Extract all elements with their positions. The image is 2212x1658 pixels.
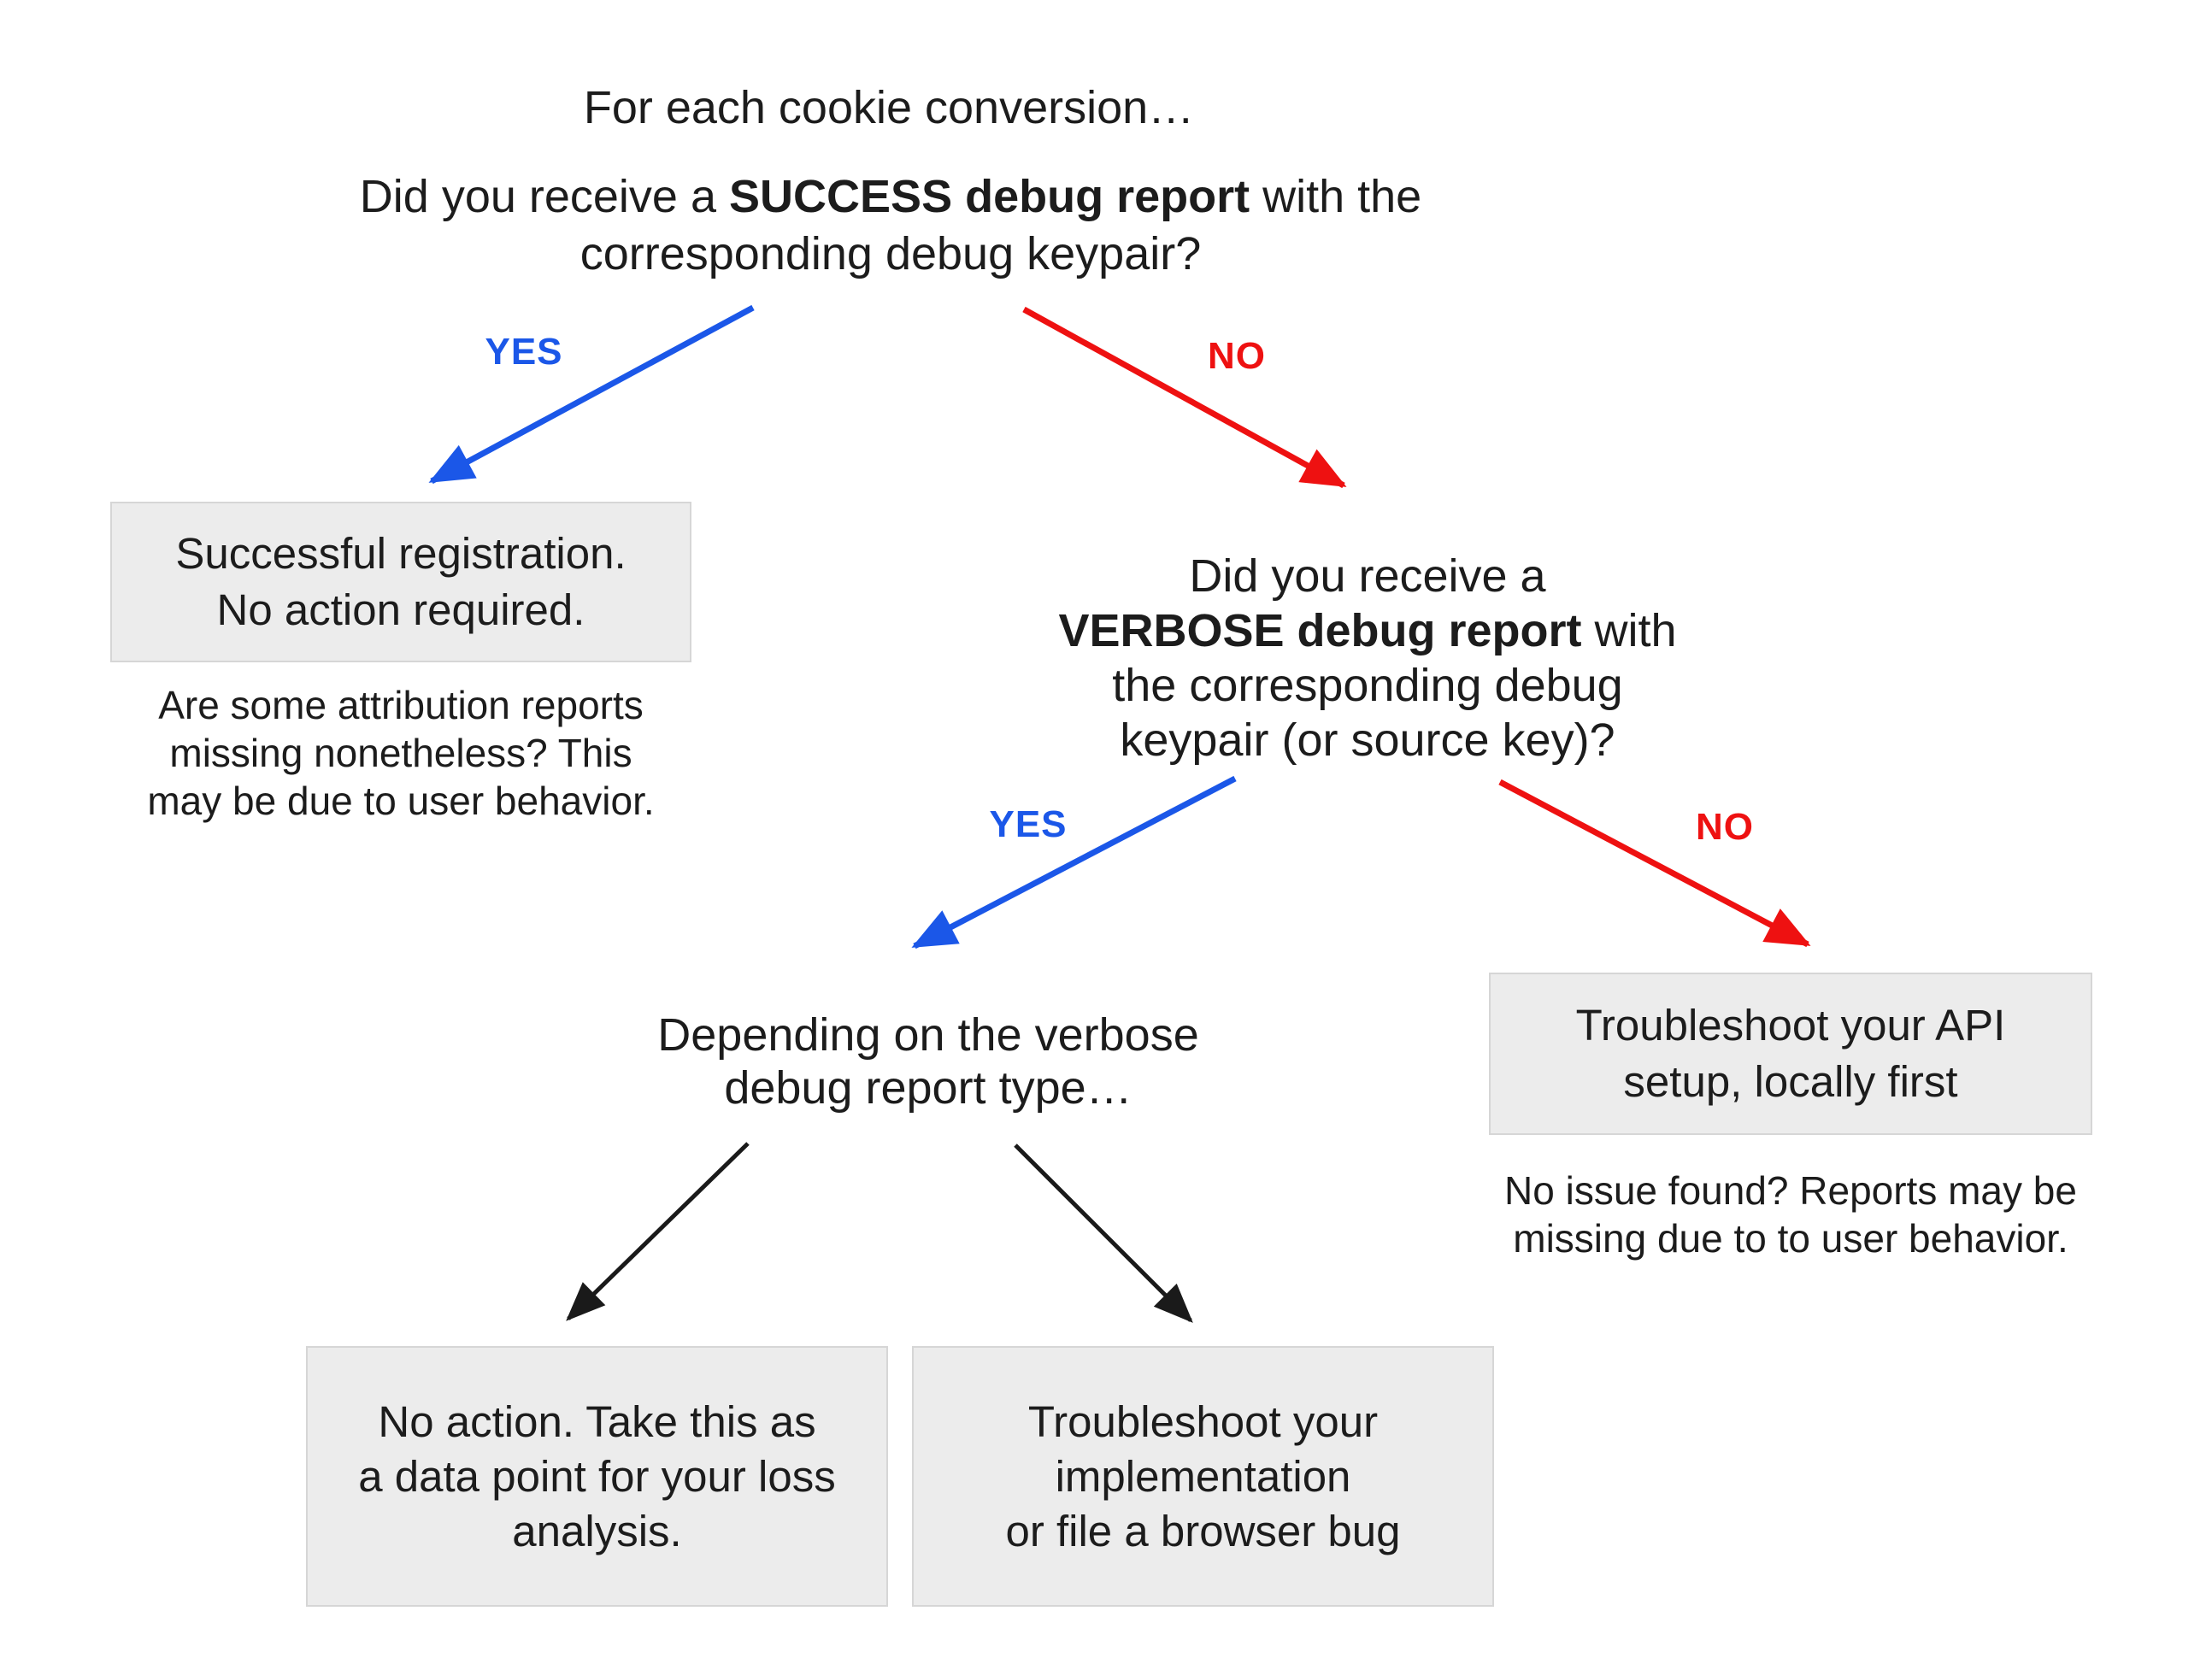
left-note-line3: may be due to user behavior. (147, 779, 655, 823)
impl-box-line3: or file a browser bug (1005, 1506, 1401, 1555)
intro-text: For each cookie conversion… (584, 79, 1194, 137)
depending-line1: Depending on the verbose (657, 1009, 1199, 1061)
left-note-line2: missing nonetheless? This (169, 731, 632, 775)
loss-analysis-box: No action. Take this as a data point for… (306, 1346, 888, 1607)
impl-box-line1: Troubleshoot your (1027, 1396, 1379, 1446)
question-success-report: Did you receive a SUCCESS debug report w… (360, 168, 1421, 283)
question-verbose-line2-bold: VERBOSE debug report (1058, 605, 1582, 656)
loss-box-line2: a data point for your loss (358, 1451, 836, 1501)
question-success-line1-bold: SUCCESS debug report (729, 171, 1250, 222)
right-note-line1: No issue found? Reports may be (1504, 1168, 2077, 1213)
yes-arrow-1 (428, 304, 755, 485)
yes-label-1: YES (485, 331, 563, 373)
success-registration-box: Successful registration. No action requi… (110, 502, 691, 662)
success-box-line1: Successful registration. (175, 529, 627, 578)
yes-arrow-2 (911, 775, 1237, 950)
yes-label-2: YES (989, 803, 1068, 845)
question-success-line1: Did you receive a SUCCESS debug report w… (360, 168, 1421, 226)
question-verbose-line3: the corresponding debug (1112, 660, 1623, 711)
loss-box-line3: analysis. (512, 1506, 682, 1555)
depending-node: Depending on the verbose debug report ty… (657, 1008, 1198, 1114)
verbose-right-arrow (1014, 1144, 1193, 1323)
success-box-line2: No action required. (216, 585, 585, 634)
depending-line2: debug report type… (724, 1062, 1132, 1114)
attribution-reports-note: Are some attribution reports missing non… (147, 681, 654, 825)
question-success-line1-pre: Did you receive a (359, 171, 717, 222)
question-success-line1-post: with the (1262, 171, 1422, 222)
no-arrow-1 (1022, 306, 1347, 489)
intro-line: For each cookie conversion… (583, 82, 1195, 133)
impl-box-line2: implementation (1055, 1451, 1351, 1501)
question-verbose-report: Did you receive a VERBOSE debug report w… (1058, 549, 1676, 767)
question-verbose-line1: Did you receive a (1189, 550, 1546, 602)
question-verbose-line4: keypair (or source key)? (1120, 714, 1615, 766)
no-arrow-2 (1498, 779, 1811, 948)
loss-box-line1: No action. Take this as (378, 1396, 816, 1446)
question-success-line2: corresponding debug keypair? (579, 228, 1202, 279)
question-verbose-line2-post: with (1594, 605, 1677, 656)
verbose-left-arrow (566, 1142, 750, 1321)
right-note-line2: missing due to to user behavior. (1513, 1216, 2068, 1261)
no-issue-note: No issue found? Reports may be missing d… (1504, 1167, 2077, 1262)
no-label-2: NO (1696, 806, 1754, 848)
api-box-line2: setup, locally first (1623, 1057, 1958, 1106)
left-note-line1: Are some attribution reports (158, 683, 644, 727)
no-label-1: NO (1208, 335, 1266, 377)
api-box-line1: Troubleshoot your API (1575, 1001, 2006, 1049)
api-troubleshoot-box: Troubleshoot your API setup, locally fir… (1489, 973, 2092, 1135)
implementation-troubleshoot-box: Troubleshoot your implementation or file… (912, 1346, 1494, 1607)
question-verbose-line2: VERBOSE debug report with (1058, 603, 1676, 658)
